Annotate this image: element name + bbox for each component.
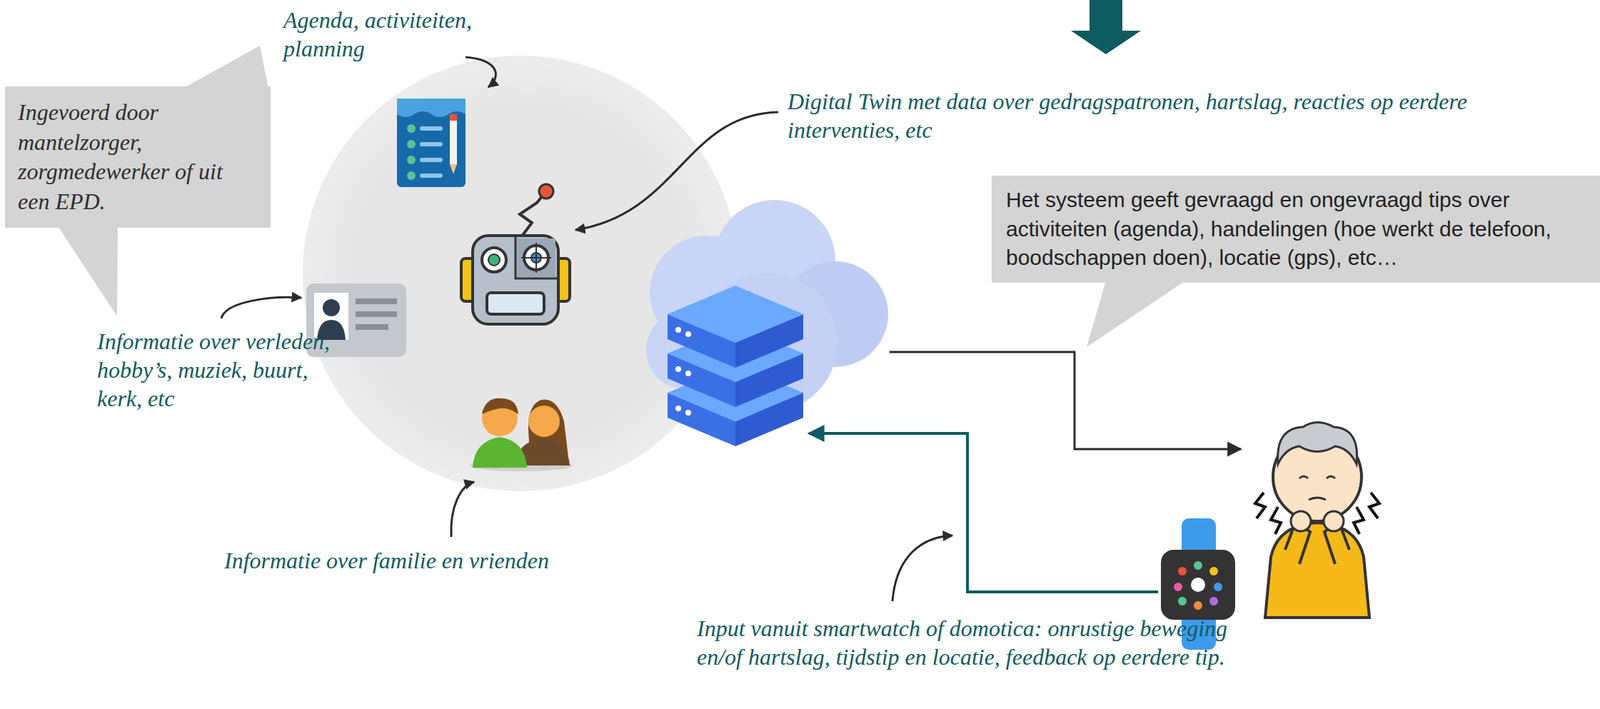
server-stack-icon-part — [685, 370, 692, 377]
elderly-person-icon-part — [1255, 492, 1266, 519]
people-icon — [469, 398, 573, 472]
server-stack-icon-part — [685, 331, 692, 337]
robot-icon-part — [515, 237, 557, 279]
elderly-person-icon-part — [1290, 511, 1311, 532]
cloud-icon — [646, 199, 889, 413]
server-stack-icon-part — [675, 326, 682, 333]
callout-text: Het systeem geeft gevraagd en ongevraagd… — [1005, 185, 1586, 273]
callout-box: Het systeem geeft gevraagd en ongevraagd… — [991, 175, 1600, 283]
robot-icon-part — [521, 242, 552, 273]
smartwatch-icon-part — [1173, 582, 1183, 592]
callout-tail — [1086, 278, 1189, 347]
smartwatch-icon-part — [1209, 566, 1219, 576]
agenda-icon-part — [449, 164, 457, 175]
robot-icon-part — [516, 238, 556, 278]
smartwatch-icon-part — [1209, 596, 1219, 606]
agenda-icon-part — [419, 157, 443, 163]
server-stack-icon — [667, 285, 804, 447]
callout-tail — [49, 214, 118, 317]
annotation-label: Informatie over familie en vrienden — [224, 546, 550, 575]
elderly-person-icon-part — [1369, 492, 1380, 519]
server-stack-icon-part — [667, 285, 804, 343]
agenda-icon-part — [406, 124, 416, 133]
agenda-icon-part — [406, 155, 416, 165]
smartwatch-icon-part — [1213, 582, 1223, 592]
elderly-person-icon-part — [1299, 476, 1336, 479]
id-card-icon-part — [355, 324, 389, 330]
leader-line — [221, 297, 302, 319]
leader-line — [451, 481, 475, 537]
robot-icon-part — [481, 247, 507, 273]
smartwatch-icon-part — [1160, 549, 1236, 620]
leader-line — [575, 112, 779, 230]
smartwatch-icon-part — [1178, 566, 1187, 576]
agenda-icon-part — [419, 126, 443, 131]
smartwatch-icon-part — [1190, 577, 1206, 592]
elderly-person-icon-part — [1353, 506, 1364, 535]
elderly-person-icon-part — [1323, 511, 1344, 532]
annotation-label: Digital Twin met data over gedragspatron… — [787, 87, 1509, 145]
agenda-icon-part — [449, 119, 457, 165]
people-icon-part — [481, 398, 519, 415]
robot-icon-part — [539, 184, 554, 199]
server-stack-icon-part — [675, 366, 682, 372]
annotation-label: Agenda, activiteiten, planning — [283, 5, 527, 63]
leader-line — [892, 535, 953, 602]
elderly-person-icon-part — [1265, 522, 1370, 618]
people-icon-part — [528, 405, 560, 437]
annotation-label: Informatie over verleden, hobby’s, muzie… — [97, 326, 333, 413]
server-stack-icon-part — [685, 409, 692, 416]
agenda-icon-part — [419, 142, 443, 147]
id-card-icon-part — [355, 298, 397, 305]
callout-box: Ingevoerd door mantelzorger, zorgmedewer… — [4, 86, 271, 228]
agenda-icon-part — [419, 173, 443, 178]
smartwatch-icon-part — [1178, 596, 1187, 606]
agenda-icon-part — [449, 114, 457, 121]
callout-text: Ingevoerd door mantelzorger, zorgmedewer… — [17, 97, 258, 217]
smartwatch-icon-part — [1193, 601, 1203, 610]
robot-icon-part — [486, 292, 545, 315]
id-card-icon-part — [322, 299, 340, 317]
input-line — [808, 433, 1159, 592]
robot-icon-part — [472, 235, 559, 325]
agenda-icon-part — [406, 171, 416, 180]
robot-icon-part — [519, 195, 543, 238]
elderly-person-icon-part — [1308, 497, 1326, 500]
elderly-person-icon-part — [1278, 422, 1358, 465]
elderly-person-icon — [1255, 422, 1380, 619]
elderly-person-icon-part — [1270, 506, 1281, 535]
annotation-label: Input vanuit smartwatch of domotica: onr… — [696, 614, 1240, 672]
leader-line — [465, 57, 496, 88]
robot-icon-part — [488, 254, 500, 266]
agenda-icon-part — [396, 98, 466, 188]
robot-icon — [461, 184, 570, 325]
id-card-icon-part — [355, 311, 397, 318]
smartwatch-icon-part — [1193, 561, 1203, 570]
agenda-icon-part — [406, 139, 416, 149]
server-stack-icon-part — [675, 405, 682, 412]
agenda-icon — [396, 98, 466, 188]
top-arrow — [1070, 0, 1141, 55]
people-icon-part — [472, 436, 527, 468]
